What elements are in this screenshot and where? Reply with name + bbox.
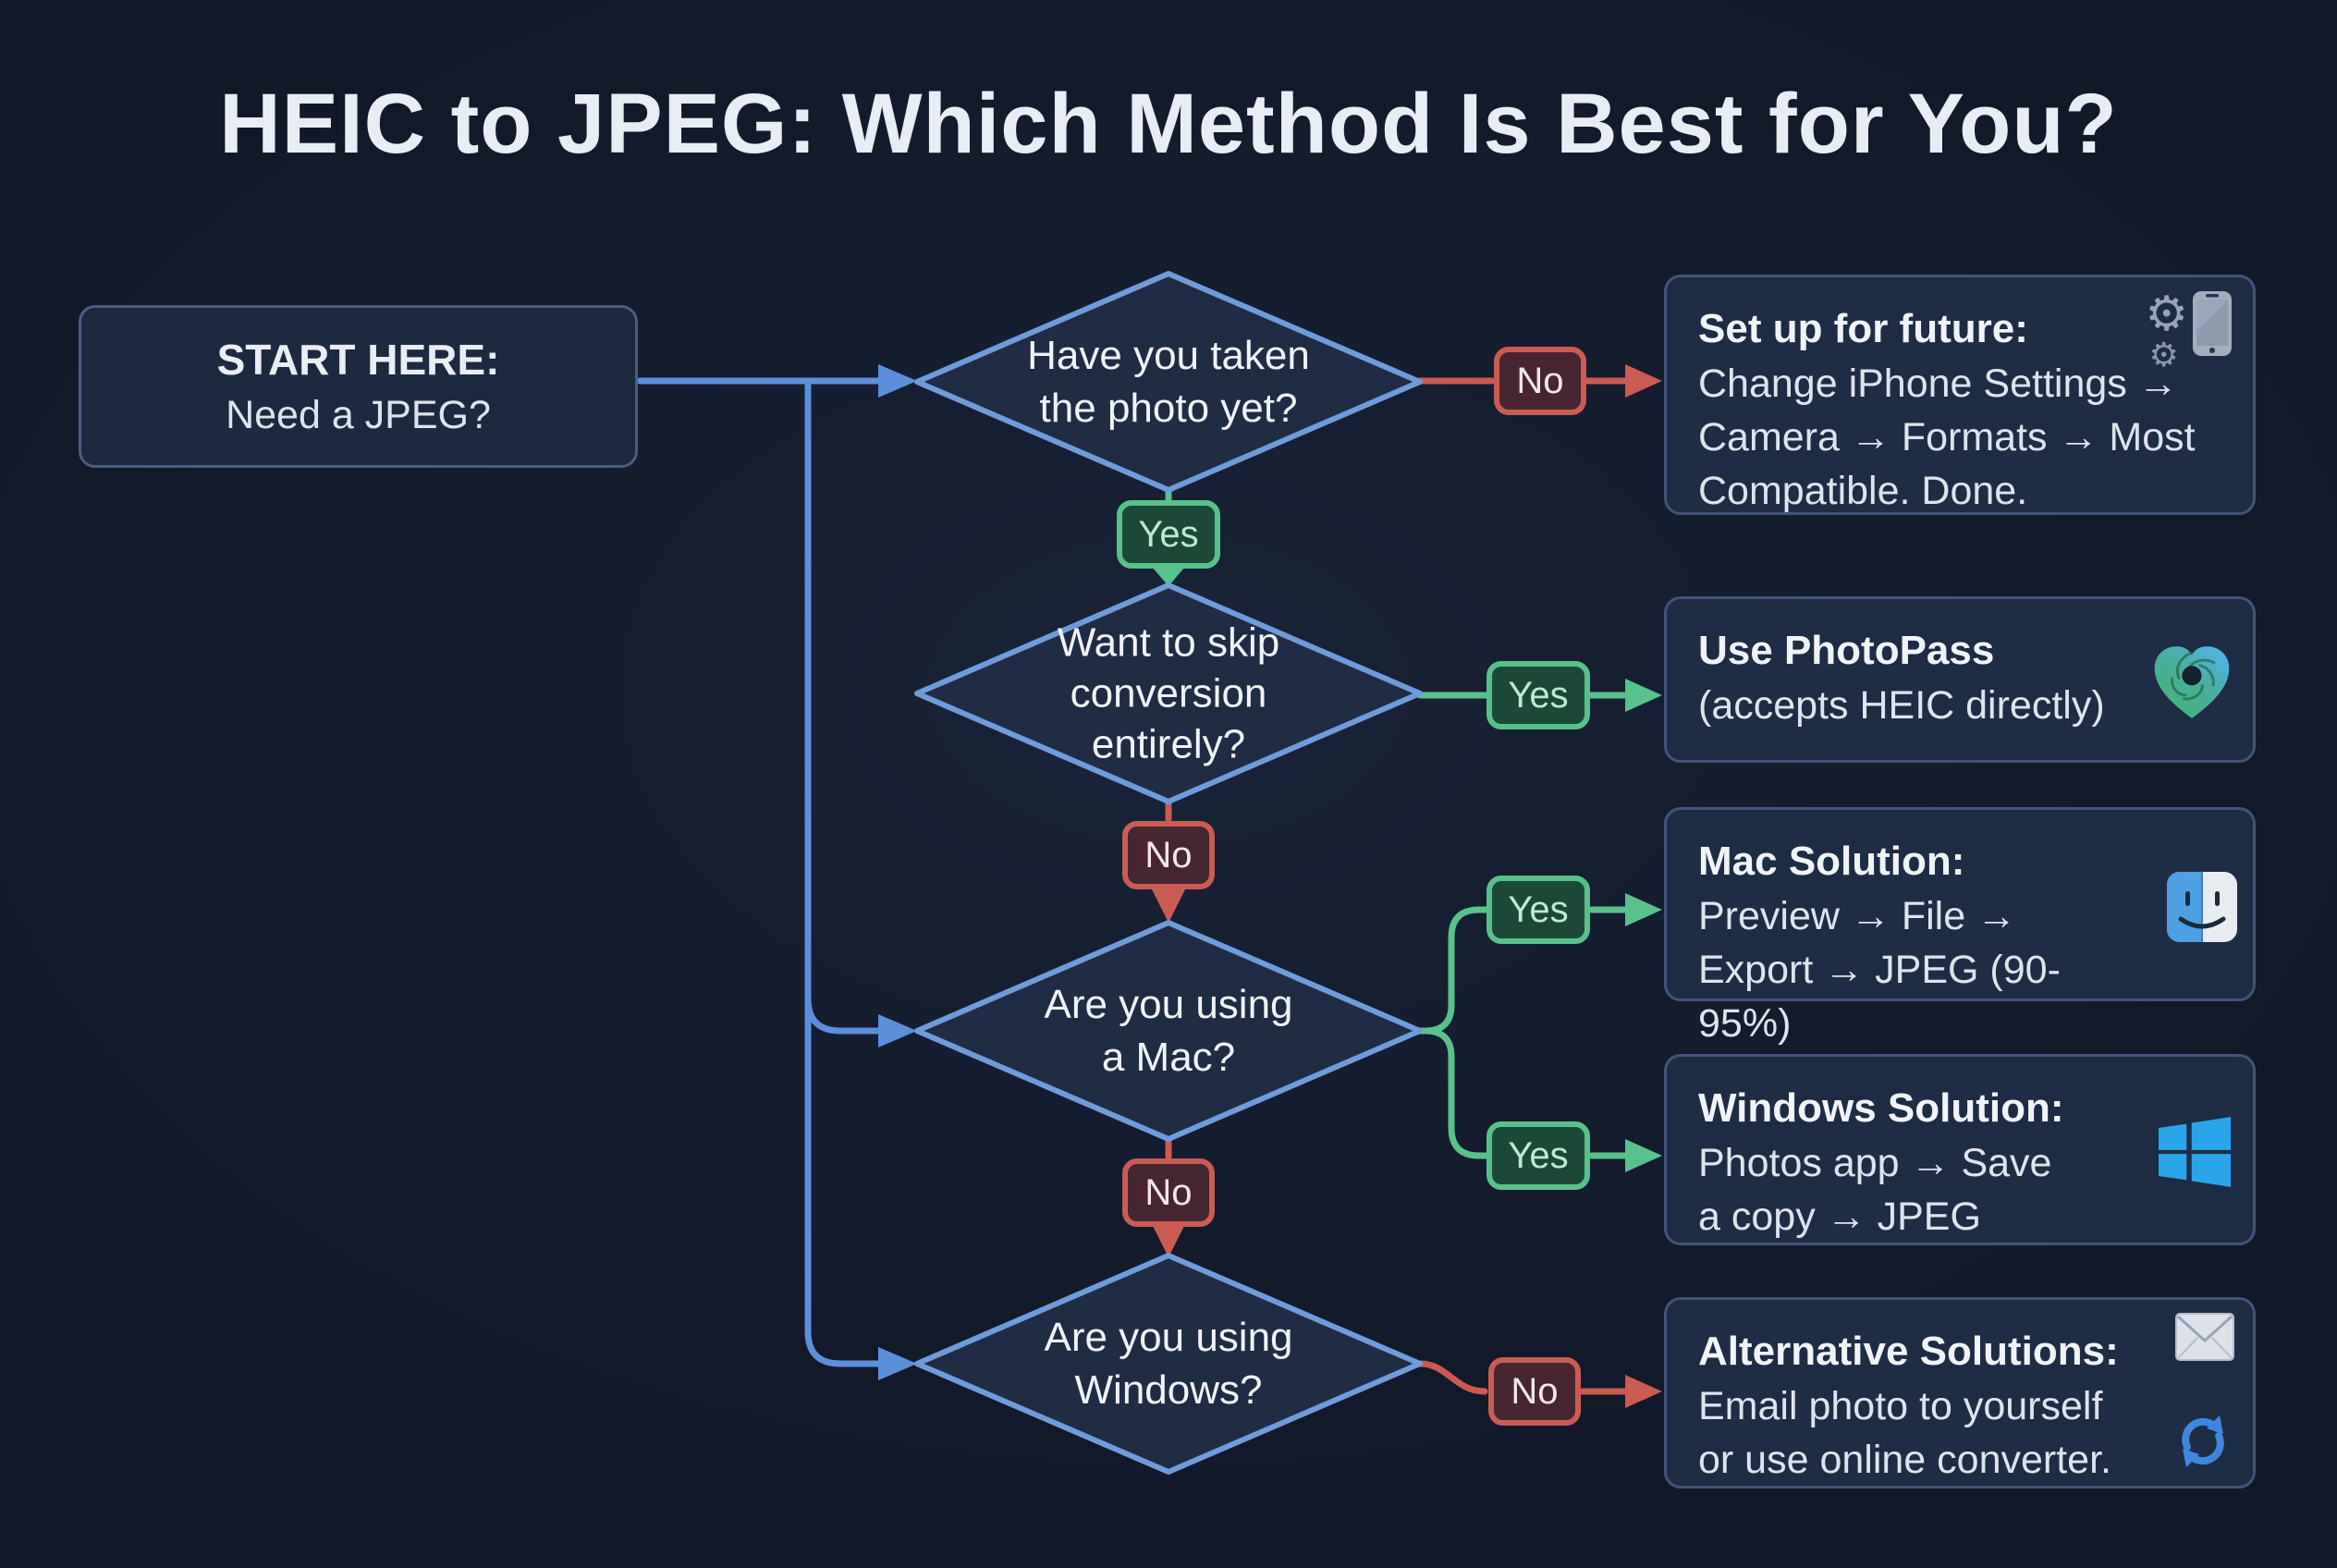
diamond-skip-conversion [914, 582, 1423, 804]
arrowhead-into-photopass [1625, 679, 1662, 712]
solution-body: Preview → File → Export → JPEG (90-95%) [1698, 894, 2061, 1046]
decision-using-mac-label: Are you using a Mac? [965, 978, 1372, 1084]
decision-line: Want to skip [1057, 619, 1280, 666]
solution-setup-future: Set up for future: Change iPhone Setting… [1664, 275, 2256, 515]
solution-photopass: Use PhotoPass (accepts HEIC directly) [1664, 596, 2256, 763]
badge-no-photo-taken: No [1494, 347, 1586, 415]
line-trunk-to-d3 [804, 995, 882, 1035]
blue-connector-lines [636, 377, 882, 1367]
decision-line: Are you using [1044, 982, 1293, 1027]
page-title: HEIC to JPEG: Which Method Is Best for Y… [219, 77, 2118, 171]
envelope-icon [2175, 1313, 2234, 1361]
line-d3-fork-up [1416, 906, 1490, 1035]
solution-body: Email photo to yourself or use online co… [1698, 1384, 2111, 1482]
line-d3-fork-down [1416, 1027, 1490, 1159]
arrowhead-yes-into-d2 [1152, 567, 1185, 586]
solution-heading: Set up for future: [1698, 306, 2028, 351]
solution-alternative: Alternative Solutions: Email photo to yo… [1664, 1297, 2256, 1488]
gear-small-glyph: ⚙ [2148, 336, 2179, 374]
arrowhead-into-d4-top [1152, 1224, 1185, 1257]
arrowhead-into-setup [1625, 364, 1662, 398]
decision-line: conversion [1070, 670, 1267, 717]
gear-icon: ⚙ ⚙ [2145, 290, 2188, 372]
start-node-subtext: Need a JPEG? [226, 393, 491, 437]
diamond-photo-taken [914, 271, 1423, 493]
badge-yes-windows: Yes [1487, 1121, 1590, 1190]
solution-heading: Alternative Solutions: [1698, 1329, 2119, 1374]
solution-body: (accepts HEIC directly) [1698, 683, 2105, 728]
decision-photo-taken-label: Have you taken the photo yet? [965, 329, 1372, 435]
solution-mac: Mac Solution: Preview → File → Export → … [1664, 807, 2256, 1046]
arrowhead-into-windows [1625, 1139, 1662, 1172]
decision-line: Have you taken [1027, 333, 1310, 378]
gear-large-glyph: ⚙ [2145, 288, 2188, 341]
diamond-using-windows [914, 1253, 1423, 1475]
refresh-arrows-icon [2182, 1415, 2224, 1467]
solution-body: Change iPhone Settings → Camera → Format… [1698, 361, 2196, 513]
solution-heading: Windows Solution: [1698, 1085, 2064, 1131]
badge-no-windows: No [1488, 1357, 1581, 1426]
iphone-icon [2193, 291, 2232, 356]
badge-yes-skip-conversion: Yes [1487, 661, 1590, 729]
decision-skip-conversion-label: Want to skip conversion entirely? [965, 618, 1372, 770]
solution-heading: Use PhotoPass [1698, 628, 1995, 673]
decision-diamonds [914, 271, 1423, 1475]
decision-line: Windows? [1074, 1367, 1263, 1413]
solution-heading: Mac Solution: [1698, 839, 1965, 884]
start-node-heading: START HERE: [216, 336, 500, 384]
arrowhead-into-d3-top [1152, 889, 1185, 923]
start-node: START HERE: Need a JPEG? [79, 305, 638, 468]
badge-no-skip-conversion: No [1122, 821, 1215, 889]
decision-using-windows-label: Are you using Windows? [965, 1311, 1372, 1416]
solution-windows: Windows Solution: Photos app → Save a co… [1664, 1054, 2256, 1245]
diamond-using-mac [914, 920, 1423, 1142]
badge-yes-photo-taken: Yes [1117, 500, 1220, 569]
setup-icon-group: ⚙ ⚙ [2145, 290, 2233, 372]
line-trunk-to-d4 [804, 377, 882, 1367]
arrowhead-into-alt [1625, 1375, 1662, 1408]
windows-logo-icon [2159, 1117, 2231, 1187]
solution-body: Photos app → Save a copy → JPEG [1698, 1141, 2052, 1239]
photopass-heart-logo-icon [2154, 646, 2230, 718]
decision-line: entirely? [1091, 721, 1246, 767]
arrowhead-into-d3 [878, 1014, 917, 1047]
arrowhead-into-d1 [878, 364, 917, 398]
finder-icon [2167, 872, 2237, 942]
arrowhead-into-d4 [878, 1347, 917, 1380]
arrowhead-into-mac [1625, 893, 1662, 926]
decision-line: the photo yet? [1039, 386, 1298, 431]
badge-yes-mac: Yes [1487, 876, 1590, 944]
line-d4-to-no [1416, 1360, 1488, 1395]
decision-line: Are you using [1044, 1315, 1293, 1360]
decision-line: a Mac? [1101, 1035, 1236, 1080]
badge-no-mac: No [1122, 1158, 1215, 1227]
